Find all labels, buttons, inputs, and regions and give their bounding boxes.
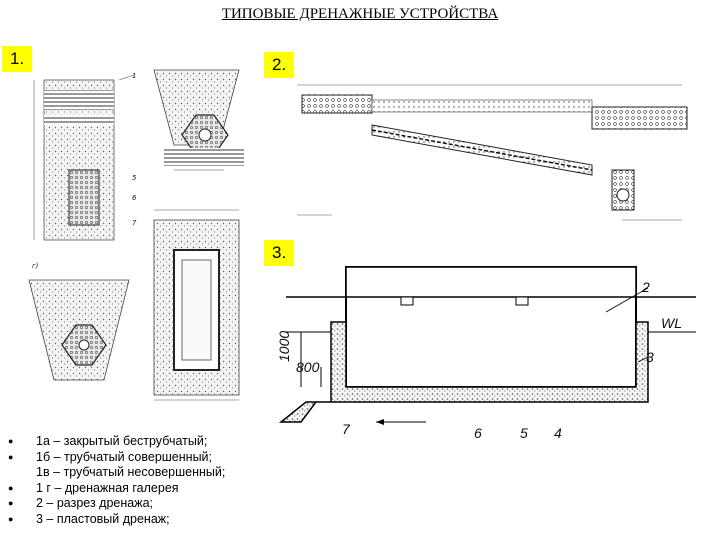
legend-item: ●2 – разрез дренажа; bbox=[8, 496, 154, 511]
bullet-icon: ● bbox=[8, 436, 14, 446]
callout-5: 5 bbox=[520, 425, 528, 441]
legend-item: ●1 г – дренажная галерея bbox=[8, 480, 179, 495]
legend-item: 1в – трубчатый несовершенный; bbox=[36, 465, 226, 480]
section-1a: 1 5 6 7 bbox=[33, 72, 137, 241]
tag-1: 1. bbox=[2, 46, 33, 72]
bullet-icon: ● bbox=[8, 482, 14, 493]
bullet-icon: ● bbox=[8, 513, 14, 524]
callout-6: 6 bbox=[474, 425, 482, 441]
drawing-1-drain-sections: 1 5 6 7 г) bbox=[28, 69, 244, 401]
legend-item: ●1а – закрытый беструбчатый; bbox=[8, 434, 208, 448]
bullet-icon: ● bbox=[8, 498, 14, 509]
dim-800: 800 bbox=[296, 359, 320, 375]
drawing-2-drain-profile bbox=[297, 84, 688, 221]
legend-item: ●3 – пластовый дренаж; bbox=[8, 511, 170, 526]
water-level-label: WL bbox=[661, 315, 682, 331]
bullet-icon: ● bbox=[8, 451, 14, 462]
section-1g bbox=[153, 209, 240, 401]
svg-text:7: 7 bbox=[132, 219, 137, 227]
section-1b bbox=[153, 69, 244, 171]
drawing-3-layer-drainage: WL 1000 800 2 3 4 5 6 7 bbox=[276, 266, 696, 441]
callout-2: 2 bbox=[641, 279, 650, 295]
callout-7: 7 bbox=[342, 421, 351, 437]
svg-text:6: 6 bbox=[132, 194, 137, 202]
tag-2: 2. bbox=[264, 52, 295, 78]
callout-4: 4 bbox=[554, 425, 562, 441]
svg-text:5: 5 bbox=[132, 174, 137, 182]
callout-3: 3 bbox=[646, 349, 654, 365]
dim-1000: 1000 bbox=[276, 331, 292, 362]
svg-text:г): г) bbox=[32, 262, 39, 270]
section-1v: г) bbox=[28, 262, 130, 381]
legend-item: ●1б – трубчатый совершенный; bbox=[8, 449, 213, 464]
legend-list: ●1а – закрытый беструбчатый; ●1б – трубч… bbox=[8, 434, 306, 528]
tag-3: 3. bbox=[264, 240, 295, 266]
svg-text:1: 1 bbox=[132, 72, 136, 80]
page-title: ТИПОВЫЕ ДРЕНАЖНЫЕ УСТРОЙСТВА bbox=[221, 6, 499, 22]
